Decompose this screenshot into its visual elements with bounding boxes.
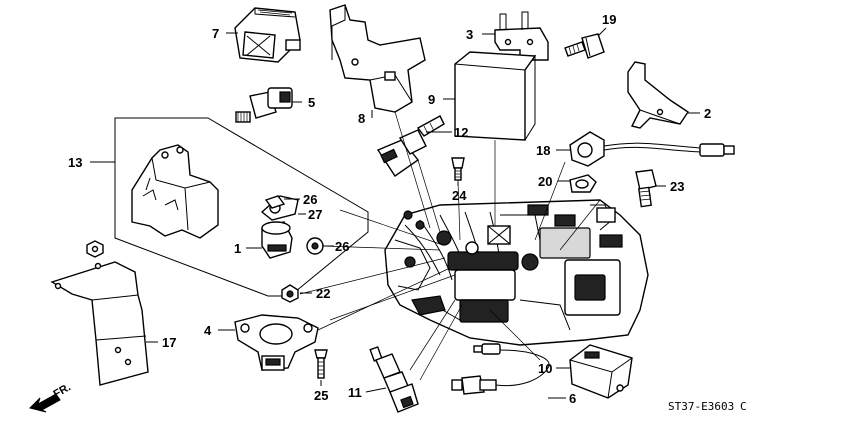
leader-lines (299, 111, 601, 381)
callout-24: 24 (452, 188, 467, 203)
part-25-screw (314, 349, 328, 379)
part-17-heat-shield (50, 261, 149, 386)
part-12-temperature-sensor (376, 115, 445, 177)
callout-23: 23 (670, 179, 684, 194)
callout-20: 20 (538, 174, 552, 189)
part-7-control-unit (234, 7, 301, 63)
callout-7: 7 (212, 26, 219, 41)
part-19-bolt (564, 33, 605, 59)
part-9-cover (454, 51, 537, 141)
front-direction-label: FR. (52, 381, 73, 400)
part-4-throttle-position-sensor (234, 314, 319, 371)
part-13-group-outline (114, 117, 369, 297)
callout-17: 17 (162, 335, 176, 350)
callout-22: 22 (316, 286, 330, 301)
callout-9: 9 (428, 92, 435, 107)
part-1-solenoid-valve (261, 221, 293, 259)
drawing-code-suffix: C (740, 400, 747, 413)
part-8-bracket (329, 4, 426, 113)
part-3-bracket (494, 11, 549, 61)
callout-4: 4 (204, 323, 212, 338)
callout-3: 3 (466, 27, 473, 42)
callout-12: 12 (454, 125, 468, 140)
part-18-position-sensor (569, 131, 735, 167)
callout-1: 1 (234, 241, 241, 256)
part-6-oxygen-sensor (451, 343, 550, 395)
nut-icon (86, 240, 104, 258)
engine-assembly (384, 199, 649, 346)
drawing-code: ST37-E3603 (668, 400, 734, 413)
callout-13: 13 (68, 155, 82, 170)
part-2-bracket (627, 61, 689, 129)
part-22-nut (281, 284, 299, 303)
callout-5: 5 (308, 95, 315, 110)
callout-27: 27 (308, 207, 322, 222)
front-direction-arrow-icon (29, 393, 61, 413)
part-24-bolt (451, 157, 465, 181)
callout-6: 6 (569, 391, 576, 406)
part-23-bolt (635, 169, 657, 208)
callout-19: 19 (602, 12, 616, 27)
callout-8: 8 (358, 111, 365, 126)
callout-11: 11 (348, 385, 362, 400)
callout-26-upper: 26 (303, 192, 317, 207)
part-10-map-sensor (569, 344, 633, 399)
callout-10: 10 (538, 361, 552, 376)
part-5-pressure-switch (235, 87, 293, 123)
callout-25: 25 (314, 388, 328, 403)
callout-2: 2 (704, 106, 711, 121)
part-26-nut-lower (306, 237, 324, 255)
part-26-nut-upper (264, 195, 286, 209)
part-20-gasket (569, 174, 597, 193)
callout-18: 18 (536, 143, 550, 158)
part-11-coolant-sensor (369, 346, 419, 413)
